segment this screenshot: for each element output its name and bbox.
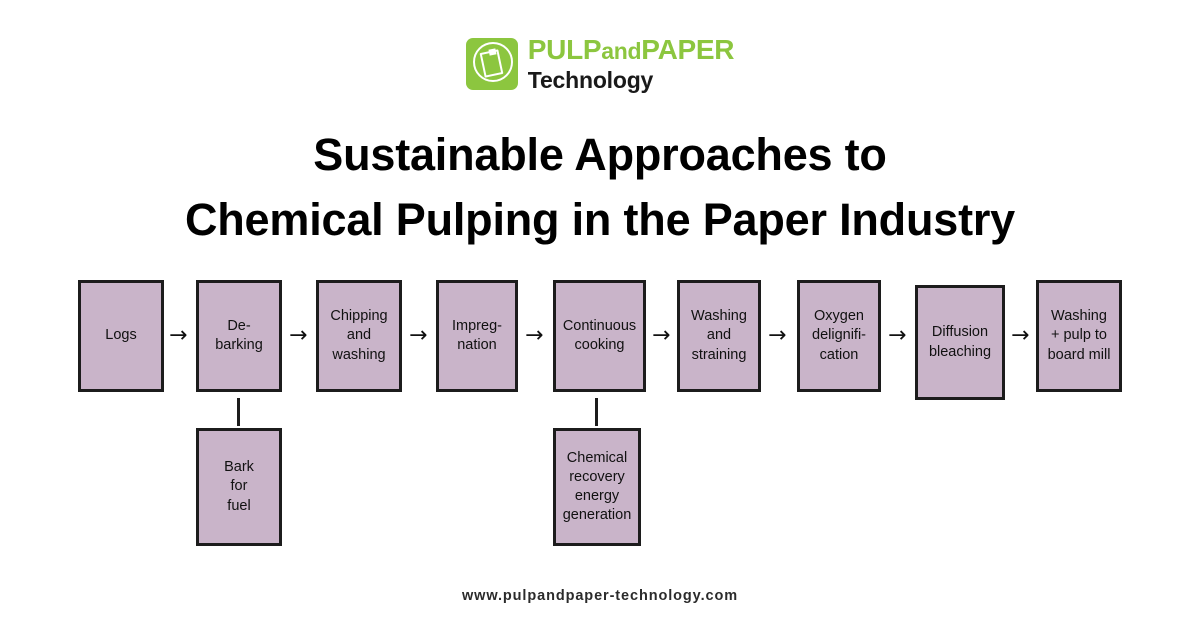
brand-word-pulp: PULP <box>527 34 602 65</box>
brand-word-paper: PAPER <box>641 34 735 65</box>
arrow-right-icon-arrow-cooking-washing: → <box>652 323 671 348</box>
brand-logo: PULPandPAPER Technology <box>0 36 1200 92</box>
brand-word-and: and <box>601 38 642 64</box>
arrow-right-icon-arrow-oxygen-diffusion: → <box>888 323 907 348</box>
brand-wordmark-tagline: Technology <box>527 67 654 93</box>
paper-sheet-logo-icon <box>465 38 518 90</box>
arrow-right-icon-arrow-washing-oxygen: → <box>768 323 787 348</box>
arrow-right-icon-arrow-chipping-impregnation: → <box>409 323 428 348</box>
process-node-debarking: De-barking <box>196 280 282 392</box>
arrow-right-icon-arrow-debarking-chipping: → <box>289 323 308 348</box>
arrow-right-icon-arrow-diffusion-boardmill: → <box>1011 323 1030 348</box>
process-node-logs: Logs <box>78 280 164 392</box>
node-label: Logs <box>105 327 137 344</box>
brand-logo-row: PULPandPAPER Technology <box>465 34 735 93</box>
footer-website-url: www.pulpandpaper-technology.com <box>461 588 739 604</box>
connector-debarking-bark <box>237 398 240 426</box>
node-label: De-barking <box>215 317 263 353</box>
node-label: Impreg-nation <box>452 317 502 353</box>
brand-wordmark: PULPandPAPER Technology <box>527 34 735 93</box>
connector-cooking-chemical <box>595 398 598 426</box>
page-title-line-1: Sustainable Approaches to <box>313 129 887 180</box>
page-title: Sustainable Approaches to Chemical Pulpi… <box>0 122 1200 253</box>
page-title-line-2: Chemical Pulping in the Paper Industry <box>184 194 1016 246</box>
arrow-right-icon-arrow-impregnation-cooking: → <box>525 323 544 348</box>
logo-circle-shape <box>472 42 513 82</box>
arrow-right-icon-arrow-logs-debarking: → <box>169 323 188 348</box>
brand-wordmark-line1: PULPandPAPER <box>527 34 735 65</box>
process-node-impregnation: Impreg-nation <box>436 280 518 392</box>
